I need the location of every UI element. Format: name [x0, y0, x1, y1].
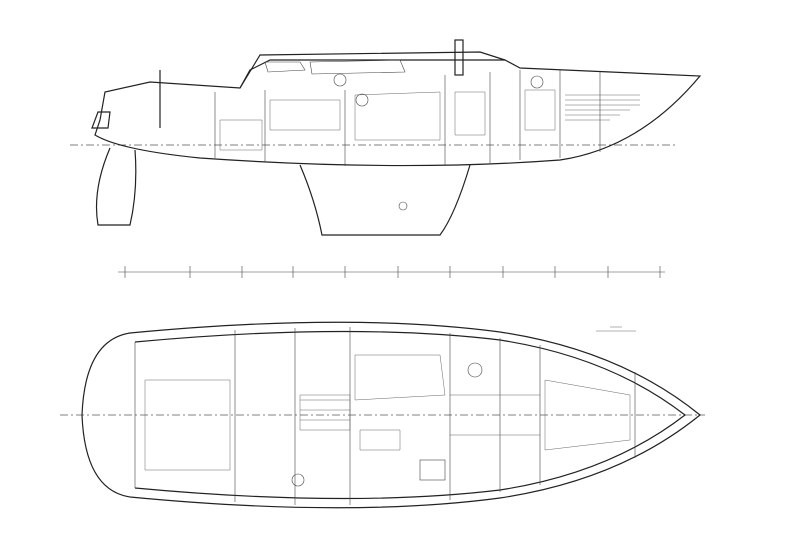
- saloon-table: [354, 354, 446, 401]
- hull-plan: [81, 321, 701, 509]
- head-toilet: [467, 362, 483, 378]
- interior-joinery: [219, 73, 640, 151]
- stove: [419, 459, 446, 481]
- cabin-windows: [264, 59, 406, 75]
- transom-steps: [91, 111, 111, 129]
- aft-head-toilet: [291, 473, 305, 487]
- interior-plan-joinery: [144, 354, 631, 487]
- station-scale: [118, 266, 665, 278]
- deck-inner-line: [134, 330, 686, 500]
- keel: [299, 164, 471, 236]
- mast-step: [454, 39, 464, 76]
- profile-view: [70, 39, 702, 236]
- plan-view: [60, 321, 705, 509]
- galley-counter: [299, 394, 401, 451]
- cabin-top: [239, 51, 506, 89]
- bulkheads-plan: [134, 327, 636, 505]
- center-of-lateral-resistance-marker: [398, 201, 408, 211]
- berths: [144, 379, 631, 471]
- hull-profile: [94, 59, 702, 167]
- bulkheads: [214, 70, 601, 166]
- notes-block: [596, 326, 636, 332]
- person-figure: [333, 73, 347, 87]
- person-figure: [530, 75, 544, 89]
- cabin-sole: [300, 394, 540, 436]
- person-figure: [355, 93, 369, 107]
- rudder: [95, 147, 137, 226]
